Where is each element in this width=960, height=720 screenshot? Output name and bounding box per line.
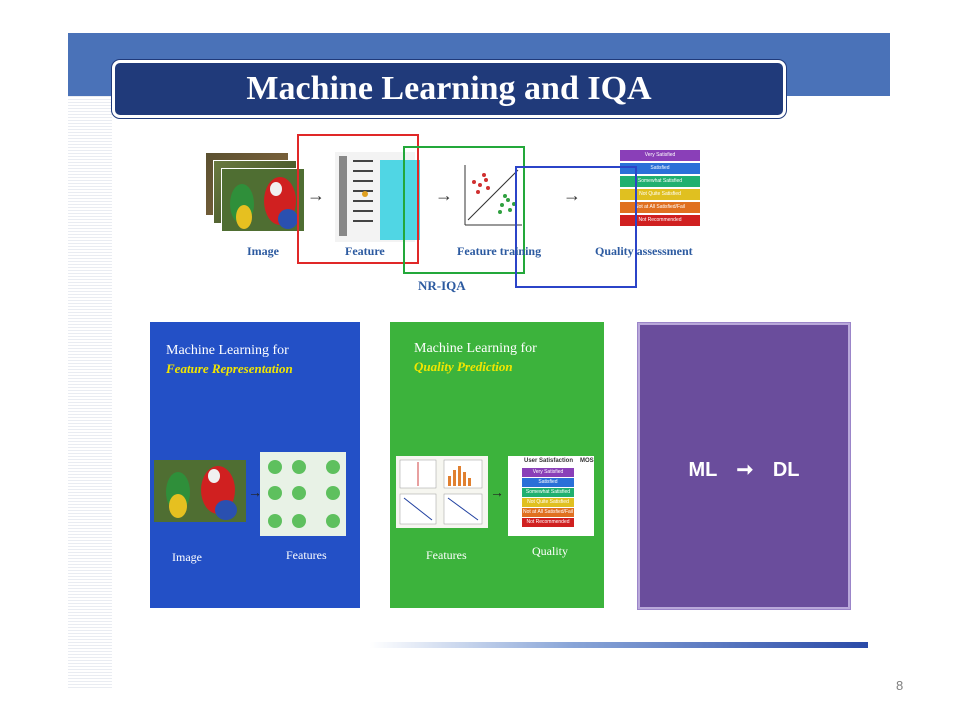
quality-level: Not Quite Satisfied xyxy=(522,498,574,507)
quality-level: Very Satisfied xyxy=(620,150,700,161)
ml-label: ML xyxy=(688,459,717,481)
feature-node xyxy=(292,460,306,474)
feature-highlight xyxy=(380,160,420,240)
quality-level: Not Quite Satisfied xyxy=(620,189,700,200)
nr-iqa-label: NR-IQA xyxy=(418,278,466,293)
quality-scale: Very Satisfied Satisfied Somewhat Satisf… xyxy=(620,150,700,228)
feature-nodes-card xyxy=(260,452,346,536)
feature-node xyxy=(326,514,340,528)
arrow-icon: → xyxy=(563,185,581,205)
feature-node xyxy=(268,460,282,474)
feature-representation-panel: Machine Learning for Feature Representat… xyxy=(150,322,360,608)
feature-plots-card xyxy=(396,456,488,528)
quality-assessment-highlight-box xyxy=(515,166,637,288)
feature-node xyxy=(268,514,282,528)
step-label-quality-assessment: Quality assessment xyxy=(595,244,693,258)
arrow-icon: → xyxy=(490,484,504,500)
quality-level: Satisfied xyxy=(522,478,574,487)
card-title: User Satisfaction xyxy=(524,458,574,464)
features-label: Features xyxy=(286,548,327,562)
quality-prediction-panel: Machine Learning for Quality Prediction … xyxy=(390,322,604,608)
side-stripes xyxy=(68,96,112,688)
image-label: Image xyxy=(172,550,202,564)
feature-node xyxy=(292,486,306,500)
quality-label: Quality xyxy=(532,544,568,558)
arrow-icon: → xyxy=(307,185,325,205)
user-satisfaction-card: User Satisfaction MOS Very Satisfied Sat… xyxy=(508,456,594,536)
arrow-icon: → xyxy=(248,484,262,500)
dl-label: DL xyxy=(772,459,800,481)
feature-training-plot xyxy=(460,160,525,230)
panel-heading: Machine Learning for Feature Representat… xyxy=(166,342,293,378)
feature-node xyxy=(326,460,340,474)
quality-level: Not at All Satisfied/Fail xyxy=(620,202,700,213)
features-label: Features xyxy=(426,548,467,562)
slide-title: Machine Learning and IQA xyxy=(246,70,652,107)
arrow-icon: → xyxy=(435,185,453,205)
quality-level: Not Recommended xyxy=(522,518,574,527)
nr-iqa-pipeline-diagram: → → → xyxy=(195,130,735,300)
page-number: 8 xyxy=(896,678,904,693)
parrot-image xyxy=(221,168,305,232)
feature-training-highlight-box xyxy=(403,146,525,274)
footer-line xyxy=(370,642,868,648)
quality-level: Not at All Satisfied/Fail xyxy=(522,508,574,517)
feature-node xyxy=(292,514,306,528)
quality-level: Somewhat Satisfied xyxy=(522,488,574,497)
feature-node xyxy=(326,486,340,500)
mos-label: MOS xyxy=(580,458,594,464)
panel-heading-text: Machine Learning for xyxy=(414,341,537,356)
panel-heading-text: Machine Learning for xyxy=(166,343,289,358)
ml-to-dl-text: ML ➞ DL xyxy=(638,457,850,482)
panel-heading: Machine Learning for Quality Prediction xyxy=(414,340,537,376)
panel-subheading: Quality Prediction xyxy=(414,359,513,374)
ml-to-dl-panel: ML ➞ DL xyxy=(637,322,851,610)
step-label-image: Image xyxy=(247,244,279,258)
quality-level: Somewhat Satisfied xyxy=(620,176,700,187)
title-box: Machine Learning and IQA xyxy=(112,60,786,118)
feature-node xyxy=(268,486,282,500)
step-label-feature: Feature xyxy=(345,244,385,258)
quality-level: Very Satisfied xyxy=(522,468,574,477)
arrow-right-icon: ➞ xyxy=(736,459,754,481)
parrot-image xyxy=(154,460,246,522)
step-label-feature-training: Feature training xyxy=(457,244,542,258)
panel-subheading: Feature Representation xyxy=(166,361,293,376)
quality-level: Not Recommended xyxy=(620,215,700,226)
image-feature-highlight-box xyxy=(297,134,419,264)
quality-level: Satisfied xyxy=(620,163,700,174)
